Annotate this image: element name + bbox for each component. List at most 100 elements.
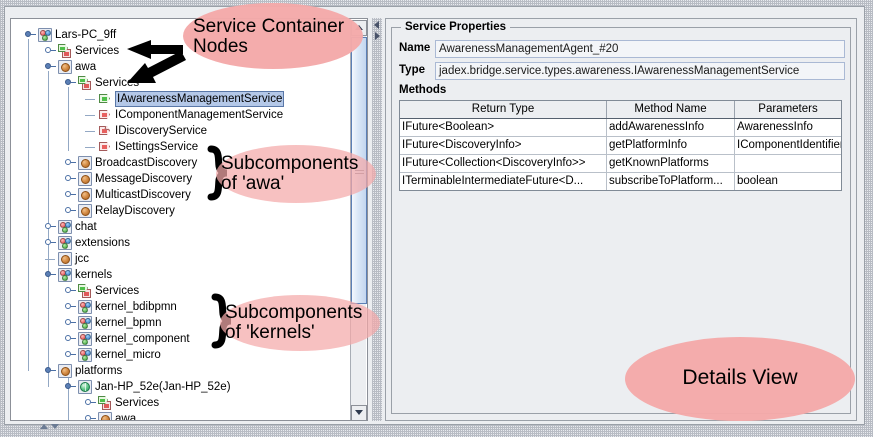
- component-sphere-icon: [58, 364, 72, 378]
- annotation-details-view-ellipse: [625, 337, 855, 421]
- collapse-handle-icon[interactable]: [44, 270, 56, 279]
- tree-node-chat[interactable]: chat: [12, 219, 351, 235]
- tree-node-messagediscovery[interactable]: MessageDiscovery: [12, 171, 351, 187]
- expand-handle-icon[interactable]: [44, 222, 56, 231]
- name-field-row: Name AwarenessManagementAgent_#20: [399, 40, 845, 59]
- collapse-handle-icon[interactable]: [44, 366, 56, 375]
- collapse-handle-icon[interactable]: [64, 382, 76, 391]
- expand-handle-icon[interactable]: [64, 334, 76, 343]
- tree-node-kernel-micro[interactable]: kernel_micro: [12, 347, 351, 363]
- tree-guide-line: [28, 39, 29, 371]
- column-header-2[interactable]: Method Name: [607, 101, 735, 118]
- tree-node-platforms[interactable]: platforms: [12, 363, 351, 379]
- type-value[interactable]: jadex.bridge.service.types.awareness.IAw…: [435, 62, 845, 80]
- service-interface-green-icon: [98, 92, 112, 106]
- expand-handle-icon[interactable]: [64, 158, 76, 167]
- collapse-handle-icon[interactable]: [64, 78, 76, 87]
- tree-node-services[interactable]: Services: [12, 75, 351, 91]
- tree-node-kernel-bpmn[interactable]: kernel_bpmn: [12, 315, 351, 331]
- collapse-handle-icon[interactable]: [44, 62, 56, 71]
- column-header-3[interactable]: Parameters: [758, 103, 818, 115]
- tree-node-jcc[interactable]: jcc: [12, 251, 351, 267]
- annotation-subcomponents-kernels-label: Subcomponents of 'kernels': [225, 302, 363, 344]
- split-onetouch-bottom[interactable]: [40, 422, 66, 431]
- tree-node-label: Lars-PC_9ff: [55, 29, 117, 41]
- tree-node-label: platforms: [75, 365, 123, 377]
- expand-handle-icon[interactable]: [64, 174, 76, 183]
- annotation-details-view-label: Details View: [682, 366, 798, 389]
- cell-r2c2: getPlatformInfo: [607, 137, 735, 154]
- column-header-1[interactable]: Return Type: [400, 101, 607, 118]
- component-sphere-icon: [78, 188, 92, 202]
- expand-handle-icon[interactable]: [64, 286, 76, 295]
- expand-handle-icon[interactable]: [64, 190, 76, 199]
- tree-node-relaydiscovery[interactable]: RelayDiscovery: [12, 203, 351, 219]
- collapse-handle-icon[interactable]: [24, 30, 36, 39]
- tree-node-lars-pc-9ff[interactable]: Lars-PC_9ff: [12, 27, 351, 43]
- cell-r3c3: [735, 155, 841, 172]
- tree-node-services[interactable]: Services: [12, 283, 351, 299]
- tree-node-icomponentmanagementservice[interactable]: IComponentManagementService: [12, 107, 351, 123]
- triangle-up-icon: [40, 424, 48, 429]
- annotation-subcomponents-kernels-ellipse: [220, 295, 380, 351]
- scroll-down-button[interactable]: [351, 405, 367, 420]
- expand-handle-icon[interactable]: [44, 238, 56, 247]
- expand-handle-icon[interactable]: [64, 318, 76, 327]
- expand-handle-icon[interactable]: [64, 206, 76, 215]
- expand-handle-icon[interactable]: [64, 302, 76, 311]
- tree-guide-line: [48, 71, 49, 387]
- component-sphere-icon: [58, 60, 72, 74]
- tree-node-label: IComponentManagementService: [115, 109, 284, 121]
- expand-handle-icon[interactable]: [84, 398, 96, 407]
- tree-node-idiscoveryservice[interactable]: IDiscoveryService: [12, 123, 351, 139]
- name-value[interactable]: AwarenessManagementAgent_#20: [435, 40, 845, 58]
- platform-multiball-icon: [78, 300, 92, 314]
- tree-node-kernels[interactable]: kernels: [12, 267, 351, 283]
- tree-node-broadcastdiscovery[interactable]: BroadcastDiscovery: [12, 155, 351, 171]
- tree-node-label: extensions: [75, 237, 130, 249]
- divider-collapse-left-button[interactable]: [373, 20, 381, 29]
- tree-node-kernel-component[interactable]: kernel_component: [12, 331, 351, 347]
- tree-vertical-scrollbar[interactable]: [350, 20, 367, 420]
- tree-node-services[interactable]: Services: [12, 395, 351, 411]
- tree-node-iawarenessmanagementservice[interactable]: IAwarenessManagementService: [12, 91, 351, 107]
- divider-collapse-right-button[interactable]: [373, 31, 381, 40]
- tree-node-kernel-bdibpmn[interactable]: kernel_bdibpmn: [12, 299, 351, 315]
- name-label: Name: [399, 42, 431, 54]
- cell-r1c2: addAwarenessInfo: [607, 119, 735, 136]
- tree-node-isettingsservice[interactable]: ISettingsService: [12, 139, 351, 155]
- tree-node-extensions[interactable]: extensions: [12, 235, 351, 251]
- tree-node-label: MessageDiscovery: [95, 173, 193, 185]
- tree-leaf-connector: [85, 99, 95, 100]
- cell-r3c2: getKnownPlatforms: [607, 155, 735, 172]
- platform-multiball-icon: [38, 28, 52, 42]
- expand-handle-icon[interactable]: [44, 46, 56, 55]
- expand-handle-icon[interactable]: [64, 350, 76, 359]
- triangle-left-icon: [374, 21, 379, 29]
- component-sphere-icon: [78, 172, 92, 186]
- services-container-icon: [98, 396, 112, 410]
- tree-leaf-connector: [85, 147, 95, 148]
- tree-node-services[interactable]: Services: [12, 43, 351, 59]
- tree-node-awa[interactable]: awa: [12, 411, 351, 420]
- tree-node-jan-hp-52e-jan-hp-52e-[interactable]: Jan-HP_52e(Jan-HP_52e): [12, 379, 351, 395]
- table-row[interactable]: IFuture<Collection<DiscoveryInfo>>getKno…: [400, 155, 841, 173]
- tree-node-label: Services: [115, 397, 160, 409]
- tree-guide-line: [68, 375, 69, 420]
- tree-node-multicastdiscovery[interactable]: MulticastDiscovery: [12, 187, 351, 203]
- tree-node-awa[interactable]: awa: [12, 59, 351, 75]
- component-sphere-icon: [78, 204, 92, 218]
- expand-handle-icon[interactable]: [84, 414, 96, 420]
- split-pane-divider[interactable]: [372, 18, 382, 421]
- methods-label: Methods: [399, 84, 447, 96]
- cell-r1c1: IFuture<Boolean>: [400, 119, 607, 136]
- table-row[interactable]: ITerminableIntermediateFuture<D...subscr…: [400, 173, 841, 190]
